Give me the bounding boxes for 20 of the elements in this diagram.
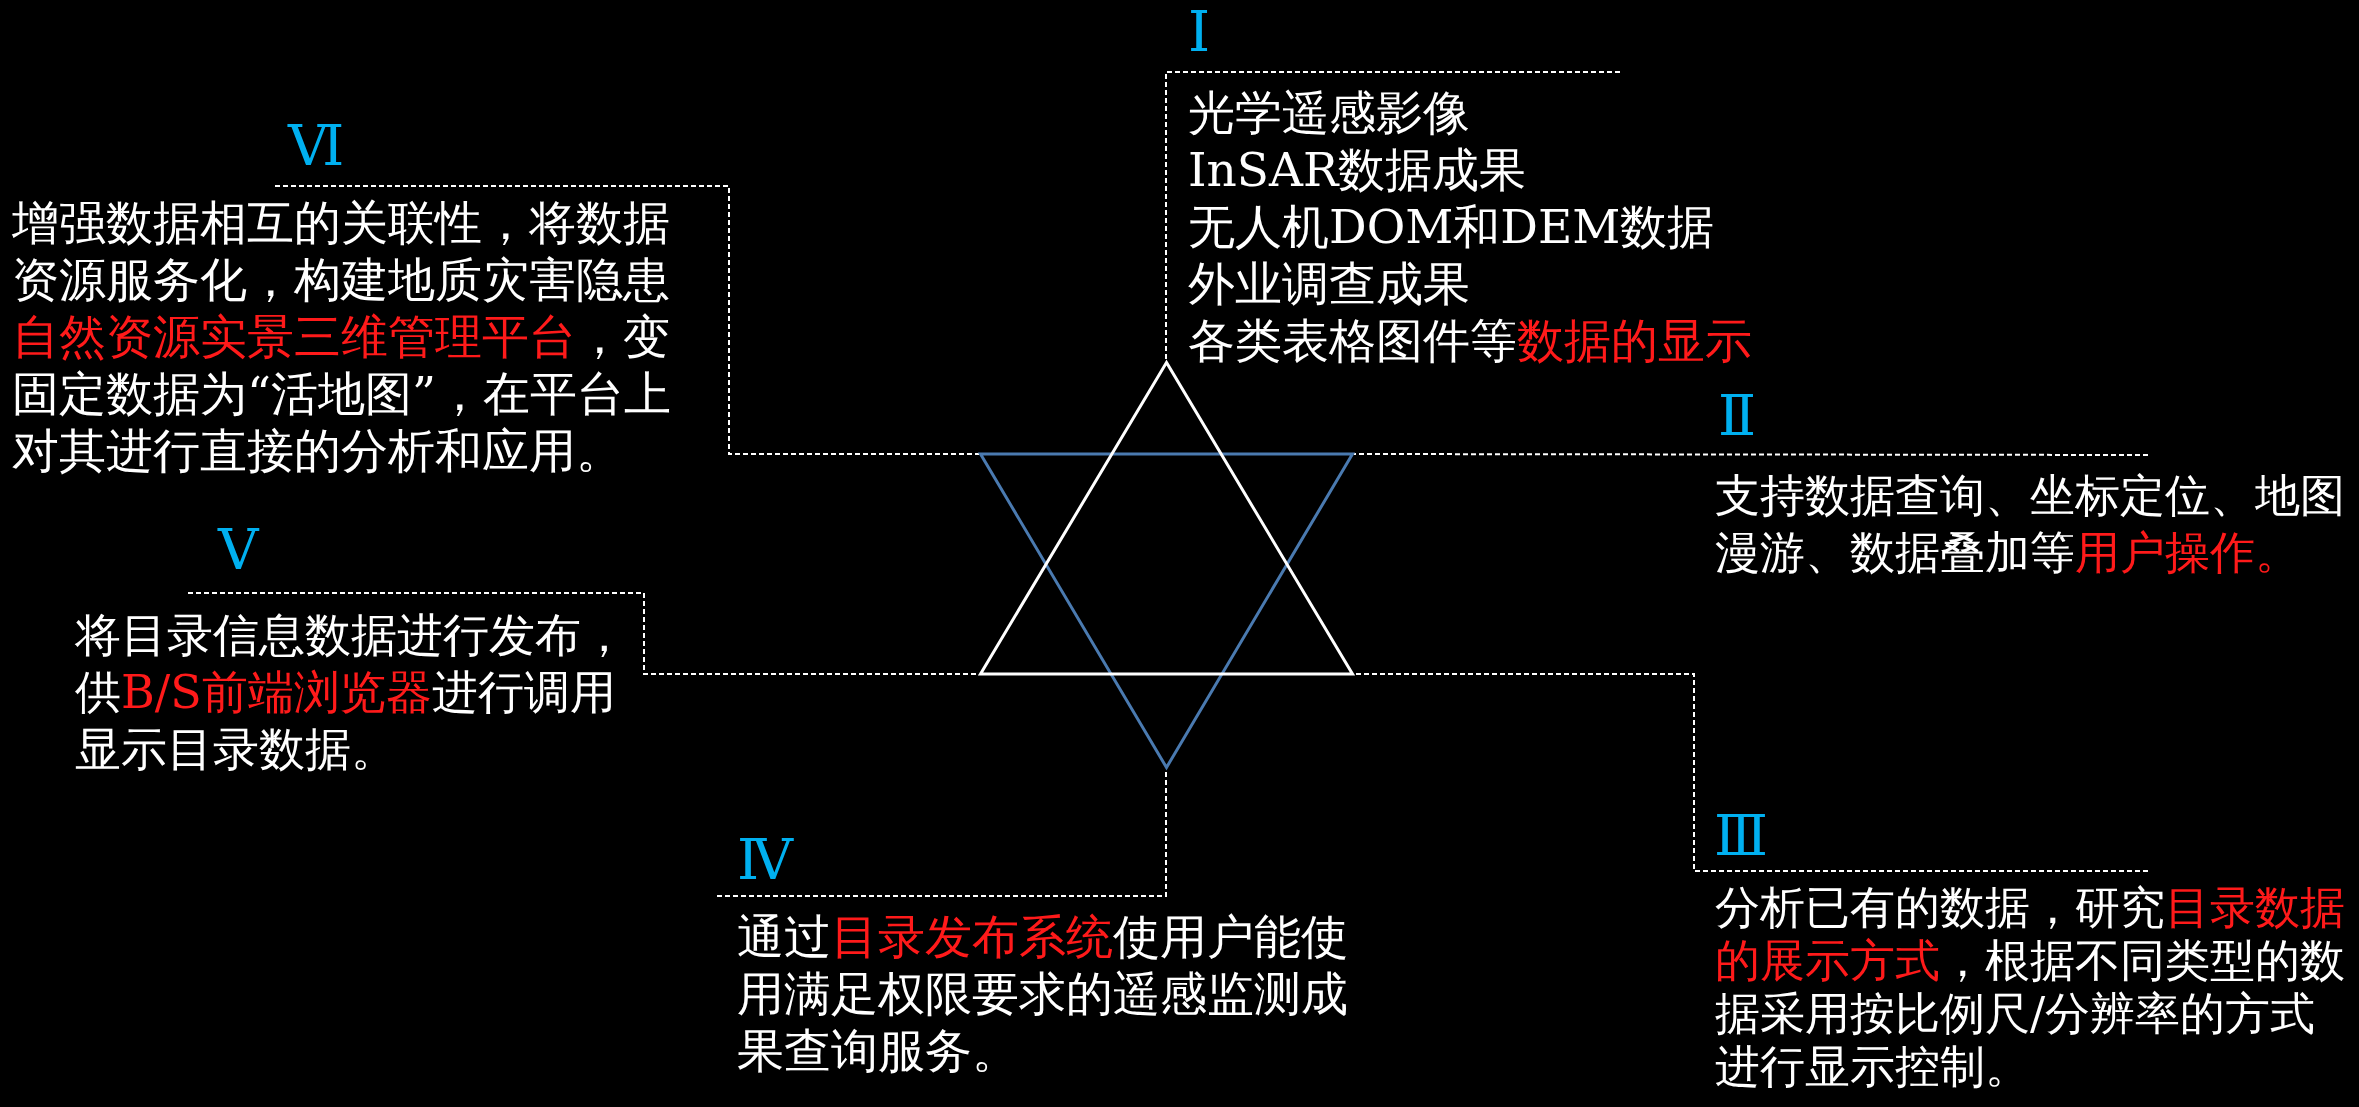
list-item-text: 各类表格图件等数据的显示 — [1188, 312, 1752, 369]
list-item-text: 外业调查成果 — [1188, 255, 1470, 312]
callout-text: 将目录信息数据进行发布，供B/S前端浏览器进行调用显示目录数据。 — [75, 607, 628, 778]
callout-number: Ⅰ — [1188, 2, 1211, 62]
leader-line — [1353, 673, 2149, 872]
leader-line — [274, 185, 980, 455]
callout-number: Ⅲ — [1714, 806, 1768, 866]
leader-line — [1165, 71, 1621, 362]
callout-text: 支持数据查询、坐标定位、地图漫游、数据叠加等用户操作。 — [1715, 468, 2346, 581]
list-item-text: 无人机DOM和DEM数据 — [1188, 198, 1715, 255]
callout-number: Ⅴ — [218, 520, 259, 580]
list-item-text: InSAR数据成果 — [1188, 141, 1527, 198]
callout-number: Ⅳ — [737, 830, 793, 890]
callout-text: 增强数据相互的关联性，将数据资源服务化，构建地质灾害隐患自然资源实景三维管理平台，变固定数据为“活地图”，在平台上对其进行直接的分析和应用。 — [12, 194, 673, 479]
callout-text: 分析已有的数据，研究目录数据的展示方式，根据不同类型的数据采用按比例尺/分辨率的方式进行显示控制。 — [1715, 881, 2346, 1093]
callout-number: Ⅱ — [1718, 386, 1757, 446]
callout-number: Ⅵ — [288, 116, 345, 176]
leader-line — [1353, 453, 2149, 456]
callout-text: 通过目录发布系统使用户能使用满足权限要求的遥感监测成果查询服务。 — [737, 908, 1349, 1079]
list-item-text: 光学遥感影像 — [1188, 84, 1470, 141]
